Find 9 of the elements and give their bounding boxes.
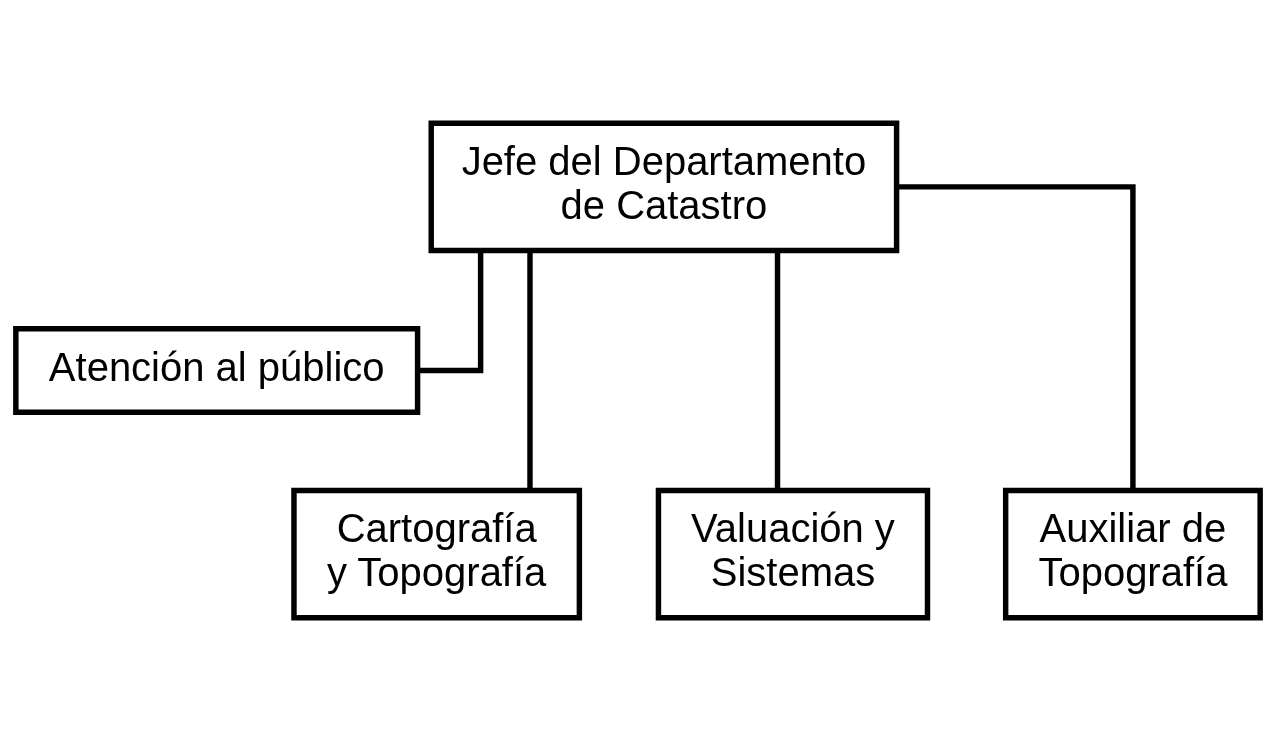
connector	[527, 250, 533, 490]
connector	[418, 250, 484, 373]
node-box: Cartografía y Topografía	[291, 487, 583, 620]
connector	[897, 183, 1136, 490]
node-box: Auxiliar de Topografía	[1002, 487, 1263, 620]
node-box: Jefe del Departamento de Catastro	[428, 120, 900, 253]
connector	[774, 250, 781, 490]
node-box: Valuación y Sistemas	[655, 487, 931, 620]
node-box: Atención al público	[13, 325, 421, 415]
